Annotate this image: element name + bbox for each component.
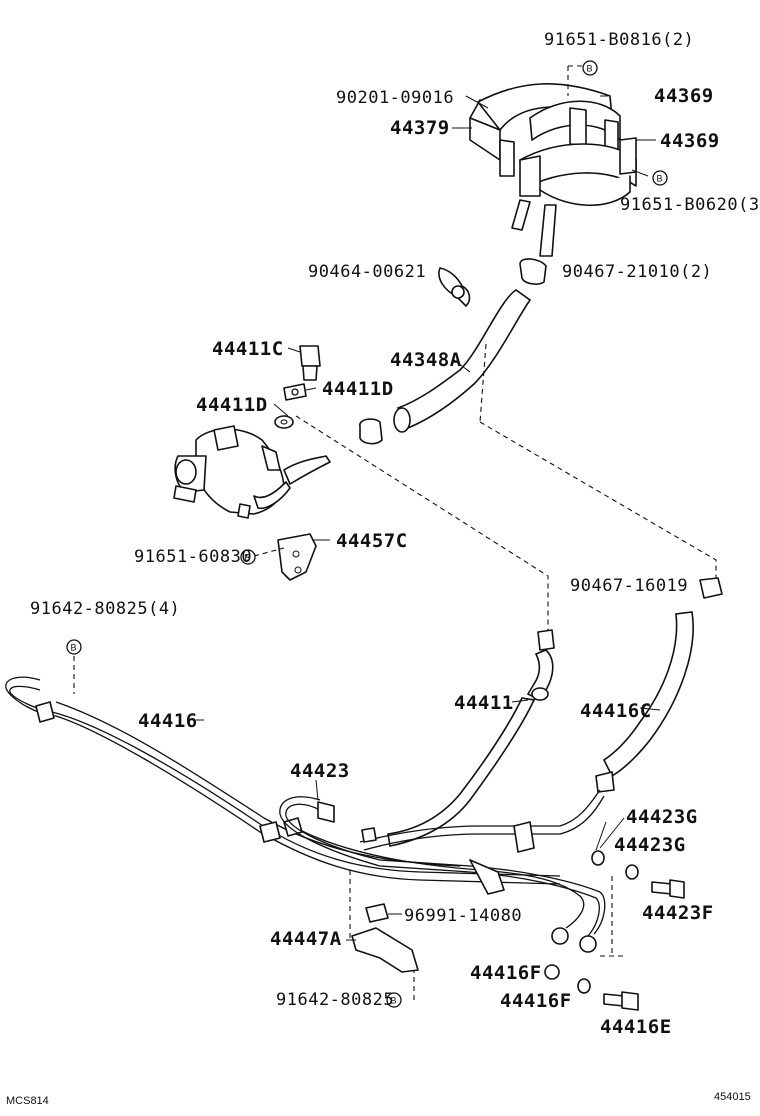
- dashed-leader-lines: [73, 343, 717, 1000]
- tube-44416: [5, 676, 561, 885]
- svg-text:B: B: [657, 174, 663, 184]
- label-44369-lower: 44369: [660, 130, 720, 152]
- label-44348a: 44348A: [390, 349, 462, 371]
- clamp-band-44369-lower: [519, 137, 637, 207]
- union-44411C: [299, 345, 321, 381]
- label-44369-upper: 44369: [654, 85, 714, 107]
- svg-text:B: B: [245, 553, 251, 563]
- marker-b-4: B: [240, 549, 256, 565]
- power-steering-pump: [173, 425, 331, 519]
- reservoir-bracket-44379: [469, 83, 613, 177]
- tube-44423: [279, 796, 606, 953]
- label-90464-00621: 90464-00621: [308, 262, 427, 282]
- washer-44423G-a: [591, 850, 605, 866]
- marker-b-3: B: [66, 639, 82, 655]
- label-91642-80825-4: 91642-80825(4): [30, 599, 181, 619]
- label-90201-09016: 90201-09016: [336, 88, 455, 108]
- svg-text:B: B: [71, 643, 77, 653]
- label-44457c: 44457C: [336, 530, 408, 552]
- label-44447a: 44447A: [270, 928, 342, 950]
- svg-text:B: B: [587, 64, 593, 74]
- footer-code-right: 454015: [714, 1091, 751, 1103]
- washer-44416F-b: [577, 978, 591, 994]
- marker-b-2: B: [652, 170, 668, 186]
- label-44379: 44379: [390, 117, 450, 139]
- label-44411c: 44411C: [212, 338, 284, 360]
- marker-b-5: B: [386, 992, 402, 1008]
- label-44416e: 44416E: [600, 1016, 672, 1038]
- label-44411: 44411: [454, 692, 514, 714]
- label-44416f-upper: 44416F: [470, 962, 542, 984]
- footer-code-left: MCS814: [6, 1095, 49, 1107]
- label-44416c: 44416C: [580, 700, 652, 722]
- clamp-96991-14080: [365, 903, 389, 923]
- clamp-band-44369-upper: [529, 100, 621, 151]
- bolt-dash-lines-top: [452, 65, 656, 177]
- label-91642-80825: 91642-80825: [276, 990, 395, 1010]
- clamp-90464-00621: [438, 267, 471, 307]
- bolt-44416E: [603, 991, 639, 1011]
- label-44423: 44423: [290, 760, 350, 782]
- label-44411d-right: 44411D: [322, 378, 394, 400]
- gasket-44411D-upper: [283, 383, 307, 401]
- pressure-hose-44411: [387, 629, 555, 847]
- reservoir-nozzles: [511, 199, 557, 257]
- bolt-44423F: [651, 879, 685, 899]
- label-90467-21010: 90467-21010(2): [562, 262, 713, 282]
- marker-b-1: B: [582, 60, 598, 76]
- bracket-44447A: [351, 927, 419, 973]
- junction-fittings: [359, 789, 605, 895]
- label-91651-b0620: 91651-B0620(3: [620, 195, 760, 215]
- svg-text:B: B: [391, 996, 397, 1006]
- clamp-90467-21010: [519, 258, 547, 285]
- label-90467-16019: 90467-16019: [570, 576, 689, 596]
- washer-44416F-a: [544, 964, 560, 980]
- return-hose-44348A: [359, 289, 532, 445]
- label-91651-b0816: 91651-B0816(2): [544, 30, 695, 50]
- label-44411d-left: 44411D: [196, 394, 268, 416]
- label-96991-14080: 96991-14080: [404, 906, 523, 926]
- label-44423g-lower: 44423G: [614, 834, 686, 856]
- bracket-44457C: [277, 533, 330, 581]
- label-44423f: 44423F: [642, 902, 714, 924]
- gasket-44411D-lower: [274, 415, 294, 429]
- label-91651-60830: 91651-60830: [134, 547, 253, 567]
- washer-44423G-b: [625, 864, 639, 880]
- label-44416f-lower: 44416F: [500, 990, 572, 1012]
- label-44423g-upper: 44423G: [626, 806, 698, 828]
- return-hose-44416C: [595, 577, 723, 793]
- label-44416: 44416: [138, 710, 198, 732]
